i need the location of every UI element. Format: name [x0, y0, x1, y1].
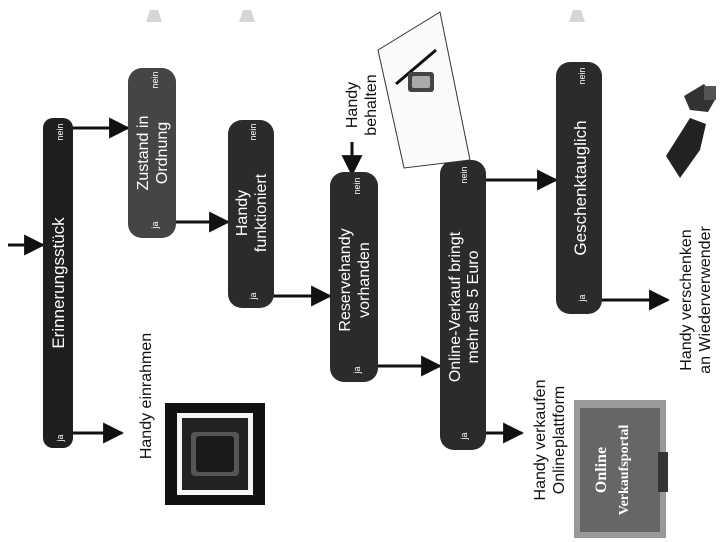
- decision-reservehandy: Reservehandy vorhanden ja nein: [330, 172, 378, 382]
- outcome-verkaufen-line2: Onlineplattform: [551, 386, 568, 495]
- node-yes-label: ja: [352, 366, 362, 374]
- outcome-verschenken-line1: Handy verschenken: [678, 229, 695, 370]
- node-no-label: nein: [459, 166, 469, 183]
- laptop-screen-icon: Online Verkaufsportal: [574, 400, 668, 538]
- outcome-behalten-line1: Handy: [344, 82, 361, 128]
- decision-onlineverkauf: Online-Verkauf bringt mehr als 5 Euro ja…: [440, 160, 486, 450]
- handshake-icon: [666, 84, 716, 178]
- decision-funktioniert: Handy funktioniert ja nein: [228, 120, 274, 308]
- decision-geschenktauglich: Geschenktauglich ja nein: [556, 62, 602, 314]
- node-yes-label: ja: [248, 292, 258, 300]
- node-label-line2: Ordnung: [154, 122, 171, 184]
- portal-text-line1: Online: [593, 447, 610, 493]
- outcome-verschenken-line2: an Wiederverwender: [697, 226, 714, 374]
- outcome-verkaufen-line1: Handy verkaufen: [532, 380, 549, 501]
- node-label-line2: vorhanden: [356, 242, 373, 318]
- decision-zustand: Zustand in Ordnung ja nein: [128, 68, 176, 238]
- node-label: Geschenktauglich: [571, 120, 590, 255]
- node-yes-label: ja: [150, 221, 160, 229]
- outcome-behalten-line2: behalten: [363, 74, 380, 135]
- node-label-line2: funktioniert: [253, 173, 270, 252]
- outcome-einrahmen: Handy einrahmen: [138, 333, 155, 459]
- node-label-line1: Zustand in: [135, 116, 152, 191]
- node-label-line2: mehr als 5 Euro: [465, 250, 482, 363]
- framed-phone-icon: [165, 403, 265, 505]
- node-label-line1: Handy: [234, 190, 251, 236]
- node-yes-label: ja: [577, 294, 587, 302]
- recycle-icon: [146, 10, 585, 22]
- node-label: Erinnerungsstück: [49, 217, 68, 349]
- node-no-label: nein: [55, 123, 65, 140]
- node-label-line1: Reservehandy: [337, 228, 354, 331]
- node-no-label: nein: [248, 123, 258, 140]
- decision-erinnerungsstueck: Erinnerungsstück ja nein: [43, 118, 73, 448]
- node-no-label: nein: [352, 177, 362, 194]
- node-label-line1: Online-Verkauf bringt: [447, 231, 464, 382]
- node-yes-label: ja: [459, 432, 469, 440]
- node-no-label: nein: [150, 71, 160, 88]
- portal-text-line2: Verkaufsportal: [617, 425, 632, 516]
- phone-on-paper-icon: [377, 11, 471, 169]
- node-no-label: nein: [577, 67, 587, 84]
- node-yes-label: ja: [55, 434, 65, 442]
